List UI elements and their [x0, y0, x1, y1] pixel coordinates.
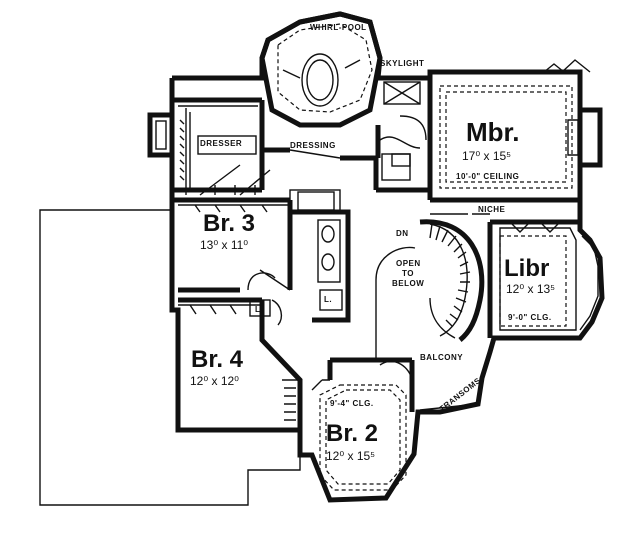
linen-label-2: L. — [255, 305, 263, 314]
mbr-name: Mbr. — [466, 117, 519, 147]
br2-ceiling: 9'-4" CLG. — [330, 399, 374, 408]
libr-name: Libr — [504, 255, 549, 282]
mbr-ceiling: 10'-0" CEILING — [456, 172, 519, 181]
dresser-label: DRESSER — [200, 139, 242, 148]
br3-dim: 13⁰ x 11⁰ — [200, 238, 248, 252]
libr-ceiling: 9'-0" CLG. — [508, 313, 552, 322]
dn-label: DN — [396, 229, 409, 238]
stair — [419, 219, 485, 342]
br2-ceiling-outline — [319, 384, 407, 491]
niche-label: NICHE — [478, 205, 506, 214]
libr-dim: 12⁰ x 13⁵ — [506, 282, 555, 296]
mbr-dim: 17⁰ x 15⁵ — [462, 149, 511, 163]
dresser — [197, 135, 257, 155]
whirlpool-tub — [301, 53, 339, 107]
open-label: OPEN — [396, 259, 421, 268]
br2-dim: 12⁰ x 15⁵ — [326, 449, 375, 463]
skylight-label: SKYLIGHT — [380, 59, 424, 68]
whirlpool-bay — [259, 11, 383, 128]
fireplace — [580, 107, 603, 168]
balcony-label: BALCONY — [420, 353, 463, 362]
mbr-ceiling-outline — [439, 85, 573, 189]
skylight-box — [383, 81, 421, 105]
br4-dim: 12⁰ x 12⁰ — [190, 374, 239, 388]
br4-name: Br. 4 — [191, 346, 244, 373]
linen-label-1: L. — [324, 295, 332, 304]
br2-name: Br. 2 — [326, 420, 378, 447]
dressing-label: DRESSING — [290, 141, 336, 150]
below-label: BELOW — [392, 279, 424, 288]
whirlpool-label: WHIRL-POOL — [310, 23, 367, 32]
to-label: TO — [402, 269, 414, 278]
br3-name: Br. 3 — [203, 210, 255, 237]
